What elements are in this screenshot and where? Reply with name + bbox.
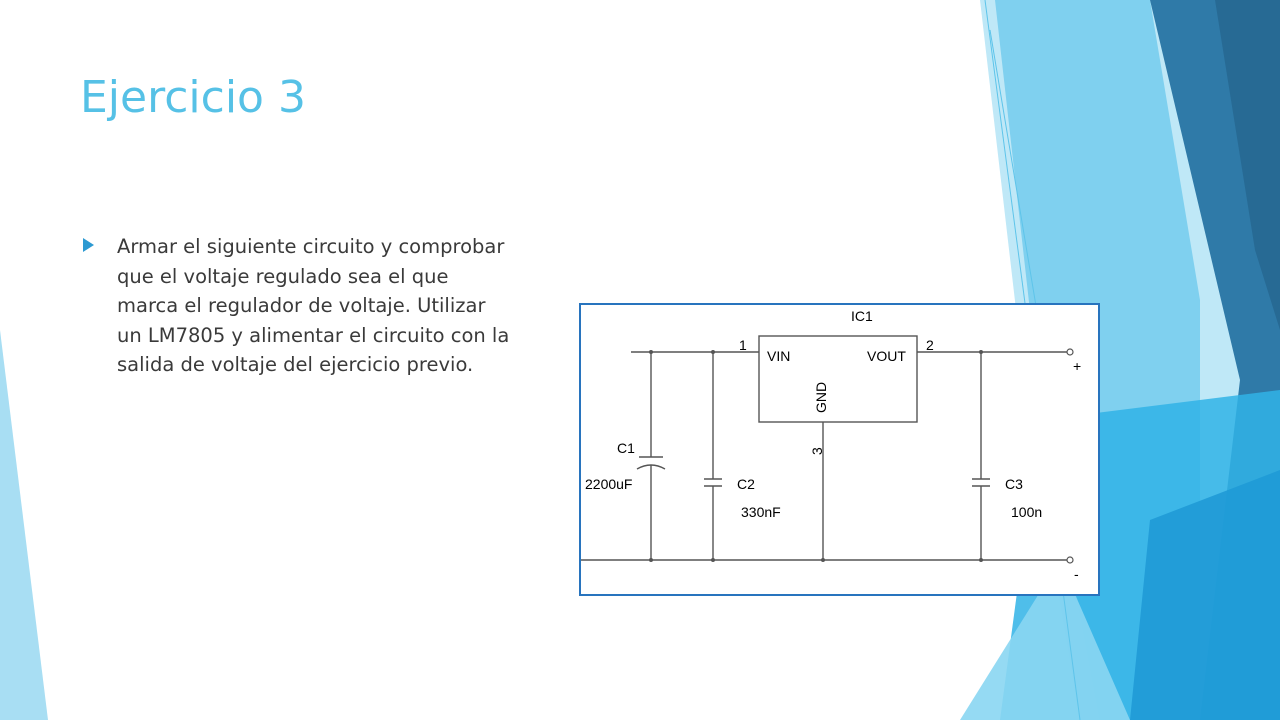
bullet-list: Armar el siguiente circuito y comprobar … [80,232,510,380]
triangle-bullet-icon [83,238,94,252]
pin-gnd-label: GND [813,382,829,413]
ic-label: IC1 [851,308,873,324]
output-terminal-positive [1066,348,1074,356]
c2-value: 330nF [741,504,781,520]
pin1-label: 1 [739,337,747,353]
pin-vout-label: VOUT [867,348,906,364]
c1-name: C1 [617,440,635,456]
c1-value: 2200uF [585,476,632,492]
bullet-item: Armar el siguiente circuito y comprobar … [80,232,510,380]
c3-name: C3 [1005,476,1023,492]
minus-label: - [1074,566,1079,582]
pin-vin-label: VIN [767,348,790,364]
output-terminal-negative [1066,556,1074,564]
bullet-text: Armar el siguiente circuito y comprobar … [117,235,510,376]
pin2-label: 2 [926,337,934,353]
c3-value: 100n [1011,504,1042,520]
c2-name: C2 [737,476,755,492]
circuit-schematic: IC1 VIN VOUT GND 1 2 3 + - C1 2200uF C2 … [581,308,1081,582]
plus-label: + [1073,358,1081,374]
pin3-label: 3 [809,447,825,455]
circuit-diagram: IC1 VIN VOUT GND 1 2 3 + - C1 2200uF C2 … [579,303,1100,596]
regulator-box [758,335,918,423]
slide-title: Ejercicio 3 [80,72,306,123]
